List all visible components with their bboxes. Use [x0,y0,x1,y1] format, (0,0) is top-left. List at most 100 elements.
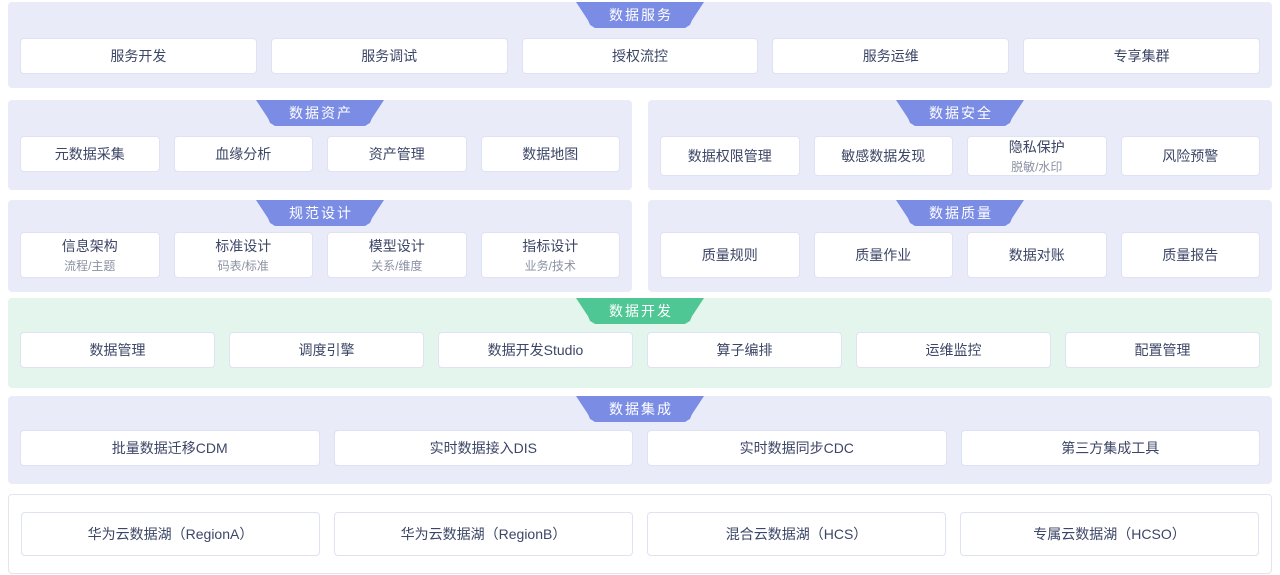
module-label: 质量作业 [855,247,912,263]
module-row: 元数据采集 血缘分析 资产管理 数据地图 [8,126,632,190]
module-label: 质量规则 [701,247,758,263]
box-dedicated-cluster[interactable]: 专享集群 [1023,38,1260,74]
section-data-quality: 数据质量 质量规则 质量作业 数据对账 质量报告 [648,200,1272,292]
module-label: 信息架构 [61,238,118,254]
box-indicator-design[interactable]: 指标设计 业务/技术 [480,232,620,278]
module-sublabel: 脱敏/水印 [1011,160,1063,174]
box-asset-management[interactable]: 资产管理 [327,136,467,172]
module-sublabel: 码表/标准 [217,259,269,273]
section-banner-row: 规范设计 [8,200,632,226]
box-lineage-analysis[interactable]: 血缘分析 [173,136,313,172]
box-lake-region-b[interactable]: 华为云数据湖（RegionB） [334,512,633,556]
module-sublabel: 流程/主题 [64,259,116,273]
module-row: 华为云数据湖（RegionA） 华为云数据湖（RegionB） 混合云数据湖（H… [9,512,1271,556]
module-label: 数据管理 [89,342,146,358]
row-spec-quality: 规范设计 信息架构 流程/主题 标准设计 码表/标准 模型设计 关系/维度 指标… [8,200,1272,292]
module-label: 实时数据同步CDC [739,440,854,456]
module-label: 数据开发Studio [487,342,584,358]
box-service-debug[interactable]: 服务调试 [270,38,508,74]
section-banner-spec-design: 规范设计 [256,200,384,226]
box-data-permission-management[interactable]: 数据权限管理 [660,136,800,176]
box-data-dev-studio[interactable]: 数据开发Studio [438,332,633,368]
section-banner-row: 数据安全 [648,100,1272,126]
module-row: 数据权限管理 敏感数据发现 隐私保护 脱敏/水印 风险预警 [648,126,1272,194]
box-realtime-ingestion-dis[interactable]: 实时数据接入DIS [333,430,633,466]
box-lake-hcs[interactable]: 混合云数据湖（HCS） [647,512,946,556]
module-sublabel: 业务/技术 [524,259,576,273]
section-banner-row: 数据服务 [8,2,1272,28]
box-operator-orchestration[interactable]: 算子编排 [647,332,842,368]
box-quality-report[interactable]: 质量报告 [1120,232,1260,278]
module-label: 服务运维 [862,48,919,64]
module-label: 批量数据迁移CDM [111,440,228,456]
box-standard-design[interactable]: 标准设计 码表/标准 [173,232,313,278]
section-banner-row: 数据开发 [8,298,1272,324]
box-third-party-tools[interactable]: 第三方集成工具 [960,430,1260,466]
box-risk-alert[interactable]: 风险预警 [1120,136,1260,176]
box-config-management[interactable]: 配置管理 [1065,332,1260,368]
box-model-design[interactable]: 模型设计 关系/维度 [327,232,467,278]
module-row: 服务开发 服务调试 授权流控 服务运维 专享集群 [8,28,1272,88]
box-lake-hcso[interactable]: 专属云数据湖（HCSO） [960,512,1259,556]
box-quality-job[interactable]: 质量作业 [813,232,953,278]
module-label: 数据权限管理 [687,148,772,164]
box-auth-flow-control[interactable]: 授权流控 [521,38,759,74]
module-label: 算子编排 [716,342,773,358]
module-row: 批量数据迁移CDM 实时数据接入DIS 实时数据同步CDC 第三方集成工具 [8,422,1272,484]
module-label: 华为云数据湖（RegionA） [87,526,254,542]
section-banner-row: 数据集成 [8,396,1272,422]
module-label: 服务开发 [110,48,167,64]
box-lake-region-a[interactable]: 华为云数据湖（RegionA） [21,512,320,556]
box-service-ops[interactable]: 服务运维 [772,38,1010,74]
section-data-dev: 数据开发 数据管理 调度引擎 数据开发Studio 算子编排 运维监控 配置管理 [8,298,1272,388]
box-metadata-collection[interactable]: 元数据采集 [20,136,160,172]
module-label: 标准设计 [215,238,272,254]
module-label: 专享集群 [1113,48,1170,64]
section-data-lakes: 华为云数据湖（RegionA） 华为云数据湖（RegionB） 混合云数据湖（H… [8,494,1272,574]
box-ops-monitoring[interactable]: 运维监控 [856,332,1051,368]
module-label: 数据对账 [1008,247,1065,263]
module-label: 质量报告 [1162,247,1219,263]
section-data-asset: 数据资产 元数据采集 血缘分析 资产管理 数据地图 [8,100,632,190]
module-sublabel: 关系/维度 [371,259,423,273]
box-data-management[interactable]: 数据管理 [20,332,215,368]
box-data-reconciliation[interactable]: 数据对账 [967,232,1107,278]
box-info-architecture[interactable]: 信息架构 流程/主题 [20,232,160,278]
section-banner-row: 数据质量 [648,200,1272,226]
section-data-service: 数据服务 服务开发 服务调试 授权流控 服务运维 专享集群 [8,2,1272,88]
section-banner-row: 数据资产 [8,100,632,126]
section-banner-data-integration: 数据集成 [576,396,704,422]
section-data-security: 数据安全 数据权限管理 敏感数据发现 隐私保护 脱敏/水印 风险预警 [648,100,1272,190]
module-label: 服务调试 [361,48,418,64]
module-label: 调度引擎 [298,342,355,358]
module-label: 运维监控 [925,342,982,358]
module-label: 隐私保护 [1008,139,1065,155]
module-label: 模型设计 [368,238,425,254]
module-row: 数据管理 调度引擎 数据开发Studio 算子编排 运维监控 配置管理 [8,324,1272,388]
module-row: 信息架构 流程/主题 标准设计 码表/标准 模型设计 关系/维度 指标设计 业务… [8,226,632,292]
box-privacy-protection[interactable]: 隐私保护 脱敏/水印 [967,136,1107,176]
module-label: 混合云数据湖（HCS） [725,526,868,542]
module-label: 血缘分析 [215,146,272,162]
module-label: 专属云数据湖（HCSO） [1033,526,1186,542]
box-service-dev[interactable]: 服务开发 [20,38,257,74]
box-batch-migration-cdm[interactable]: 批量数据迁移CDM [20,430,320,466]
section-banner-data-security: 数据安全 [896,100,1024,126]
section-banner-data-dev: 数据开发 [576,298,704,324]
box-quality-rule[interactable]: 质量规则 [660,232,800,278]
module-label: 元数据采集 [54,146,125,162]
module-row: 质量规则 质量作业 数据对账 质量报告 [648,226,1272,292]
row-asset-security: 数据资产 元数据采集 血缘分析 资产管理 数据地图 数据安全 数据权限管理 敏感… [8,100,1272,190]
section-banner-data-quality: 数据质量 [896,200,1024,226]
module-label: 实时数据接入DIS [429,440,537,456]
module-label: 配置管理 [1134,342,1191,358]
module-label: 资产管理 [368,146,425,162]
box-scheduling-engine[interactable]: 调度引擎 [229,332,424,368]
section-data-integration: 数据集成 批量数据迁移CDM 实时数据接入DIS 实时数据同步CDC 第三方集成… [8,396,1272,484]
box-sensitive-data-discovery[interactable]: 敏感数据发现 [813,136,953,176]
module-label: 风险预警 [1162,148,1219,164]
box-data-map[interactable]: 数据地图 [480,136,620,172]
section-spec-design: 规范设计 信息架构 流程/主题 标准设计 码表/标准 模型设计 关系/维度 指标… [8,200,632,292]
box-realtime-sync-cdc[interactable]: 实时数据同步CDC [647,430,947,466]
